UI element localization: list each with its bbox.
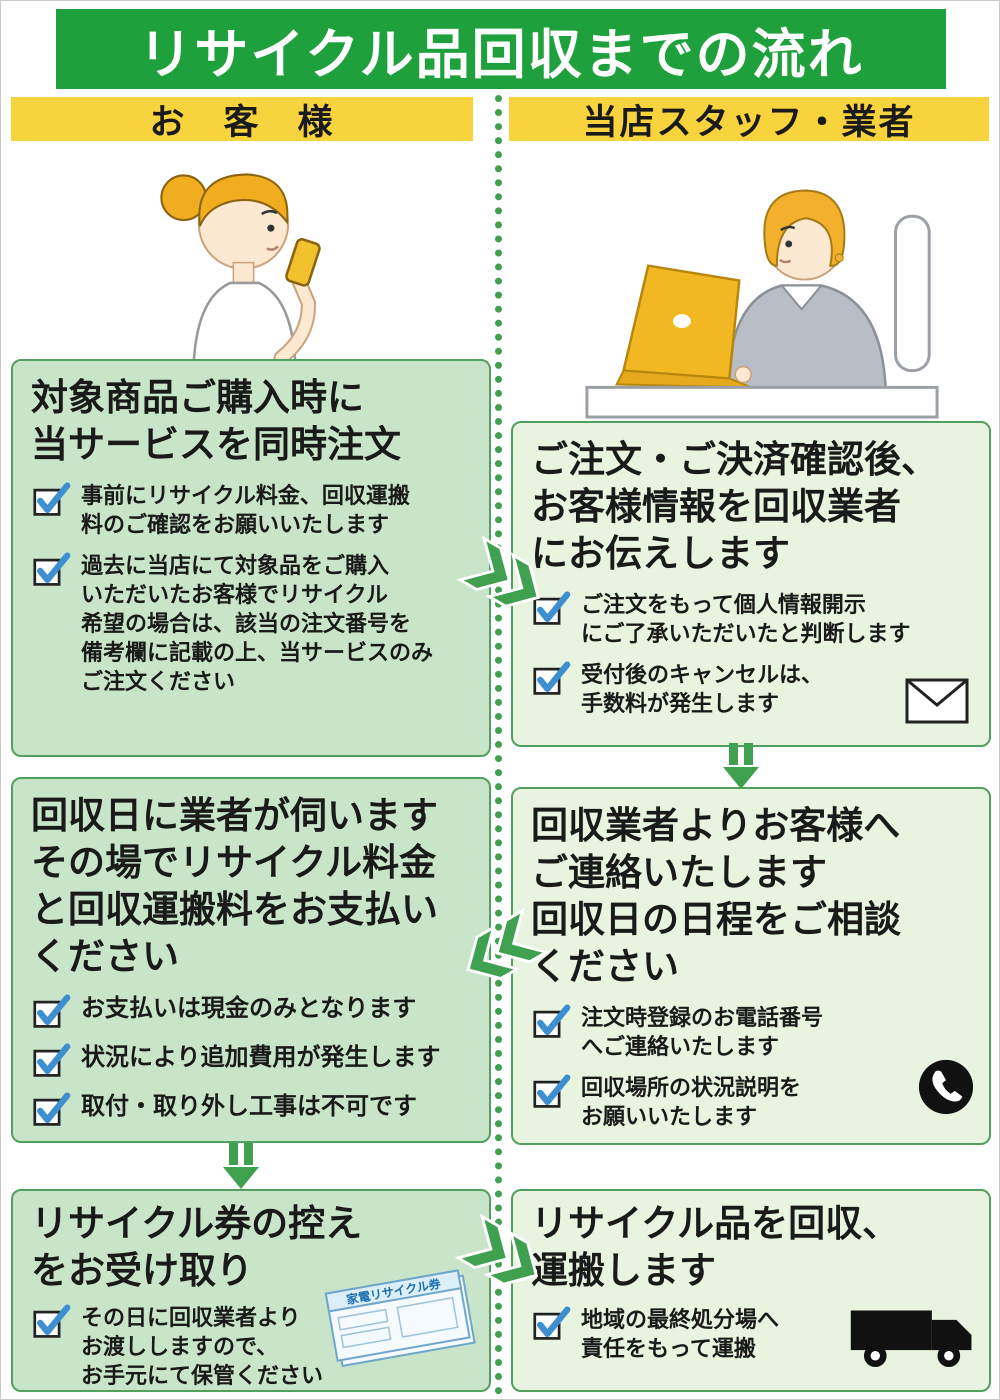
checkbox-icon bbox=[531, 661, 571, 697]
staff-step3-box: リサイクル品を回収、 運搬します 地域の最終処分場へ 責任をもって運搬 bbox=[511, 1189, 991, 1392]
checkbox-icon bbox=[531, 1074, 571, 1110]
check-item: 過去に当店にて対象品をご購入 いただいたお客様でリサイクル 希望の場合は、該当の… bbox=[31, 551, 471, 696]
checkbox-icon bbox=[531, 591, 571, 627]
customer-step2-box: 回収日に業者が伺います その場でリサイクル料金 と回収運搬料をお支払い ください… bbox=[11, 777, 491, 1143]
staff-illustration bbox=[576, 149, 948, 421]
item-text: 過去に当店にて対象品をご購入 いただいたお客様でリサイクル 希望の場合は、該当の… bbox=[81, 553, 434, 695]
flow-arrow-left-2 bbox=[447, 900, 553, 998]
item-text: 受付後のキャンセルは、 手数料が発生します bbox=[581, 662, 824, 717]
customer-step1-box: 対象商品ご購入時に 当サービスを同時注文 事前にリサイクル料金、回収運搬 料のご… bbox=[11, 359, 491, 757]
item-text: 事前にリサイクル料金、回収運搬 料のご確認をお願いいたします bbox=[81, 482, 410, 537]
step-title: 回収日に業者が伺います その場でリサイクル料金 と回収運搬料をお支払い ください bbox=[31, 795, 438, 977]
check-item: その日に回収業者より お渡ししますので、 お手元にて保管ください bbox=[31, 1303, 471, 1390]
item-text: その日に回収業者より お渡ししますので、 お手元にて保管ください bbox=[81, 1304, 324, 1389]
column-divider bbox=[495, 95, 502, 1395]
truck-icon bbox=[847, 1297, 979, 1378]
checkbox-icon bbox=[531, 1004, 571, 1040]
item-text: 地域の最終処分場へ 責任をもって運搬 bbox=[581, 1306, 780, 1361]
check-item: 地域の最終処分場へ 責任をもって運搬 bbox=[531, 1305, 971, 1363]
step-title: リサイクル券の控え をお受け取り bbox=[31, 1203, 363, 1291]
flow-arrow-down-staff bbox=[717, 741, 765, 798]
item-text: お支払いは現金のみとなります bbox=[81, 994, 417, 1022]
check-item: 回収場所の状況説明を お願いいたします bbox=[531, 1073, 971, 1131]
woman-with-phone-icon bbox=[160, 173, 321, 366]
flow-arrow-right-3 bbox=[449, 1210, 555, 1308]
item-text: 取付・取り外し工事は不可です bbox=[81, 1092, 417, 1120]
check-item: お支払いは現金のみとなります bbox=[31, 993, 471, 1030]
checkbox-icon bbox=[31, 1092, 71, 1128]
customer-step3-box: リサイクル券の控え をお受け取り その日に回収業者より お渡ししますので、 お手… bbox=[11, 1189, 491, 1392]
checkbox-icon bbox=[31, 994, 71, 1030]
step-title: ご注文・ご決済確認後、 お客様情報を回収業者 にお伝えします bbox=[531, 439, 938, 574]
item-text: ご注文をもって個人情報開示 にご了承いただいたと判断します bbox=[581, 591, 911, 646]
staff-step1-box: ご注文・ご決済確認後、 お客様情報を回収業者 にお伝えします ご注文をもって個人… bbox=[511, 421, 991, 747]
item-text: 状況により追加費用が発生します bbox=[81, 1043, 441, 1071]
check-item: 注文時登録のお電話番号 へご連絡いたします bbox=[531, 1003, 971, 1061]
main-title: リサイクル品回収までの流れ bbox=[56, 9, 946, 89]
check-item: ご注文をもって個人情報開示 にご了承いただいたと判断します bbox=[531, 590, 971, 648]
staff-column-header: 当店スタッフ・業者 bbox=[509, 97, 989, 142]
item-text: 注文時登録のお電話番号 へご連絡いたします bbox=[581, 1004, 824, 1059]
item-text: 回収場所の状況説明を お願いいたします bbox=[581, 1075, 802, 1130]
checkbox-icon bbox=[31, 482, 71, 518]
check-item: 受付後のキャンセルは、 手数料が発生します bbox=[531, 660, 971, 718]
flow-arrow-right-1 bbox=[451, 532, 557, 630]
step-title: リサイクル品を回収、 運搬します bbox=[531, 1203, 900, 1291]
flow-arrow-down-customer bbox=[217, 1141, 265, 1198]
check-item: 取付・取り外し工事は不可です bbox=[31, 1091, 471, 1128]
checkbox-icon bbox=[31, 1304, 71, 1340]
checkbox-icon bbox=[31, 1043, 71, 1079]
check-item: 事前にリサイクル料金、回収運搬 料のご確認をお願いいたします bbox=[31, 481, 471, 539]
checkbox-icon bbox=[31, 552, 71, 588]
woman-at-laptop-icon bbox=[585, 189, 939, 419]
customer-illustration bbox=[136, 143, 351, 366]
envelope-icon bbox=[905, 678, 969, 729]
staff-step2-box: 回収業者よりお客様へ ご連絡いたします 回収日の日程をご相談 ください 注文時登… bbox=[511, 787, 991, 1145]
step-title: 回収業者よりお客様へ ご連絡いたします 回収日の日程をご相談 ください bbox=[531, 805, 901, 987]
checkbox-icon bbox=[531, 1306, 571, 1342]
step-title: 対象商品ご購入時に 当サービスを同時注文 bbox=[31, 377, 401, 465]
check-item: 状況により追加費用が発生します bbox=[31, 1042, 471, 1079]
phone-icon bbox=[917, 1058, 975, 1121]
recycle-ticket: 家電リサイクル券 bbox=[321, 1267, 481, 1372]
customer-column-header: お 客 様 bbox=[11, 97, 473, 142]
